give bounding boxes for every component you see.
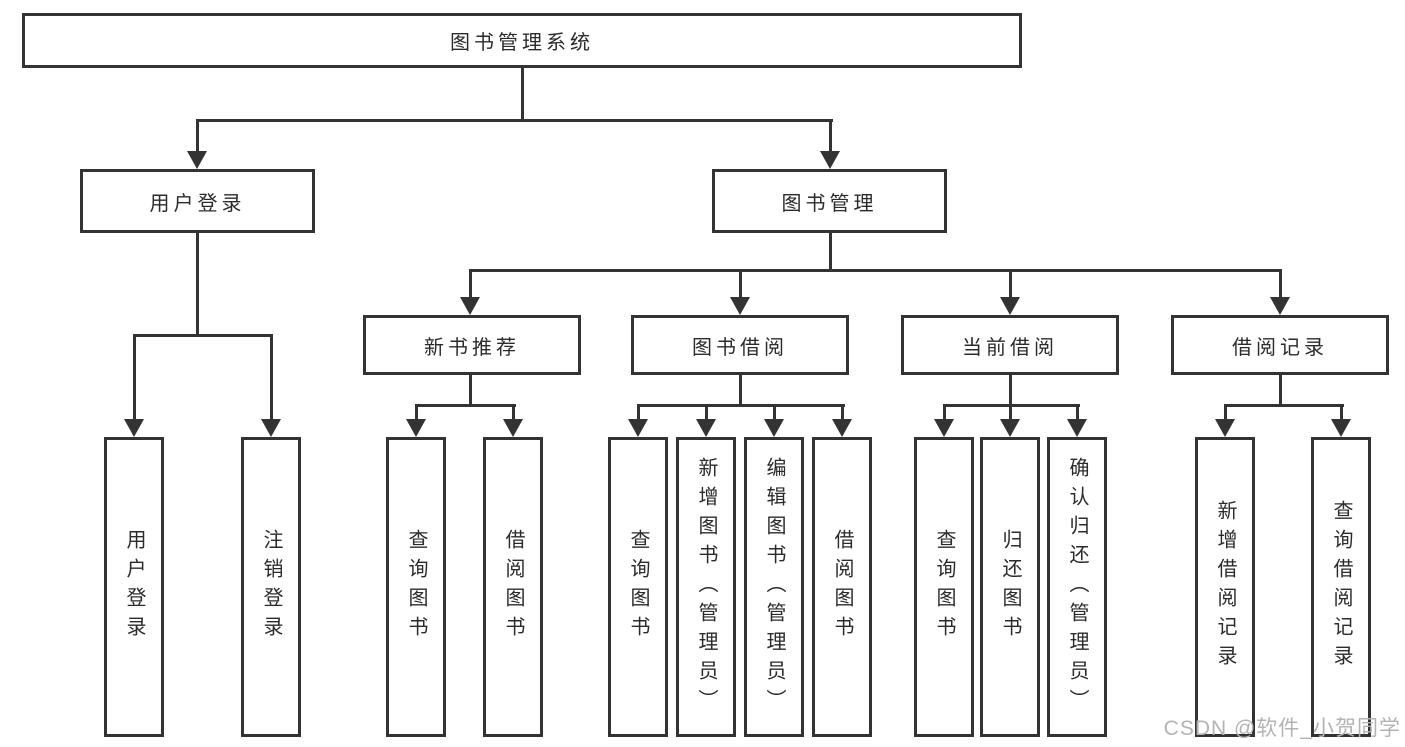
arrowhead-down-icon [764,419,784,437]
arrowhead-down-icon [730,297,750,315]
node-label: 图书管理系统 [450,32,594,54]
arrowhead-down-icon [406,419,426,437]
connector-line [773,404,776,421]
connector-line [196,119,833,122]
node-user-login-group: 用户登录 [80,169,315,233]
arrowhead-down-icon [1000,419,1020,437]
node-label: 用户登录 [123,529,145,645]
node-label: 当前借阅 [962,336,1058,359]
connector-line [1224,404,1344,407]
connector-line [270,334,273,421]
connector-line [829,233,832,271]
connector-line [469,269,1282,272]
connector-line [469,373,472,406]
node-label: 查询图书 [933,529,955,645]
arrowhead-down-icon [187,151,207,169]
connector-line [1009,373,1012,406]
leaf-query-books-borrow: 查询图书 [608,437,668,737]
node-label: 借阅图书 [831,529,853,645]
connector-line [196,119,199,153]
arrowhead-down-icon [1067,419,1087,437]
node-book-borrow: 图书借阅 [631,315,849,375]
node-label: 新增借阅记录 [1214,500,1236,674]
connector-line [829,119,832,153]
node-borrow-records: 借阅记录 [1171,315,1389,375]
leaf-query-books-recommend: 查询图书 [386,437,446,737]
leaf-query-borrow-record: 查询借阅记录 [1311,437,1371,737]
connector-line [739,269,742,300]
node-label: 确认归还（管理员） [1066,456,1088,718]
connector-line [512,404,515,421]
arrowhead-down-icon [460,297,480,315]
leaf-logout: 注销登录 [241,437,301,737]
node-current-borrow: 当前借阅 [901,315,1119,375]
leaf-borrow-books-recommend: 借阅图书 [483,437,543,737]
node-label: 用户登录 [149,192,246,215]
arrowhead-down-icon [1215,419,1235,437]
arrowhead-down-icon [934,419,954,437]
connector-line [1340,404,1343,421]
arrowhead-down-icon [1331,419,1351,437]
leaf-user-login: 用户登录 [104,437,164,737]
node-label: 新书推荐 [424,336,520,359]
node-label: 图书管理 [781,192,878,215]
arrowhead-down-icon [696,419,716,437]
node-root: 图书管理系统 [22,13,1022,68]
node-label: 查询借阅记录 [1330,500,1352,674]
connector-line [415,404,516,407]
node-label: 图书借阅 [692,336,788,359]
leaf-confirm-return-admin: 确认归还（管理员） [1047,437,1107,737]
connector-line [705,404,708,421]
connector-line [1279,373,1282,406]
arrowhead-down-icon [124,419,144,437]
leaf-edit-book-admin: 编辑图书（管理员） [744,437,804,737]
connector-line [133,334,273,337]
node-label: 归还图书 [999,529,1021,645]
arrowhead-down-icon [261,419,281,437]
node-label: 注销登录 [260,529,282,645]
arrowhead-down-icon [1270,297,1290,315]
arrowhead-down-icon [628,419,648,437]
node-label: 借阅图书 [502,529,524,645]
connector-line [196,233,199,336]
node-new-book-recommend: 新书推荐 [363,315,581,375]
leaf-borrow-books: 借阅图书 [812,437,872,737]
connector-line [1279,269,1282,300]
connector-line [469,269,472,300]
node-book-management: 图书管理 [712,169,947,233]
leaf-add-borrow-record: 新增借阅记录 [1195,437,1255,737]
node-label: 查询图书 [405,529,427,645]
connector-line [133,334,136,421]
arrowhead-down-icon [832,419,852,437]
arrowhead-down-icon [1000,297,1020,315]
leaf-add-book-admin: 新增图书（管理员） [676,437,736,737]
connector-line [841,404,844,421]
connector-line [1076,404,1079,421]
arrowhead-down-icon [503,419,523,437]
node-label: 新增图书（管理员） [695,456,717,718]
node-label: 借阅记录 [1232,336,1328,359]
leaf-return-books: 归还图书 [980,437,1040,737]
connector-line [1009,269,1012,300]
connector-line [637,404,640,421]
connector-line [1009,404,1012,421]
connector-line [637,404,845,407]
connector-line [1224,404,1227,421]
arrowhead-down-icon [820,151,840,169]
node-label: 编辑图书（管理员） [763,456,785,718]
watermark: CSDN @软件_小贺同学 [1163,717,1401,740]
connector-line [943,404,946,421]
connector-line [521,68,524,121]
node-label: 查询图书 [627,529,649,645]
connector-line [739,373,742,406]
connector-line [415,404,418,421]
leaf-query-books-current: 查询图书 [914,437,974,737]
